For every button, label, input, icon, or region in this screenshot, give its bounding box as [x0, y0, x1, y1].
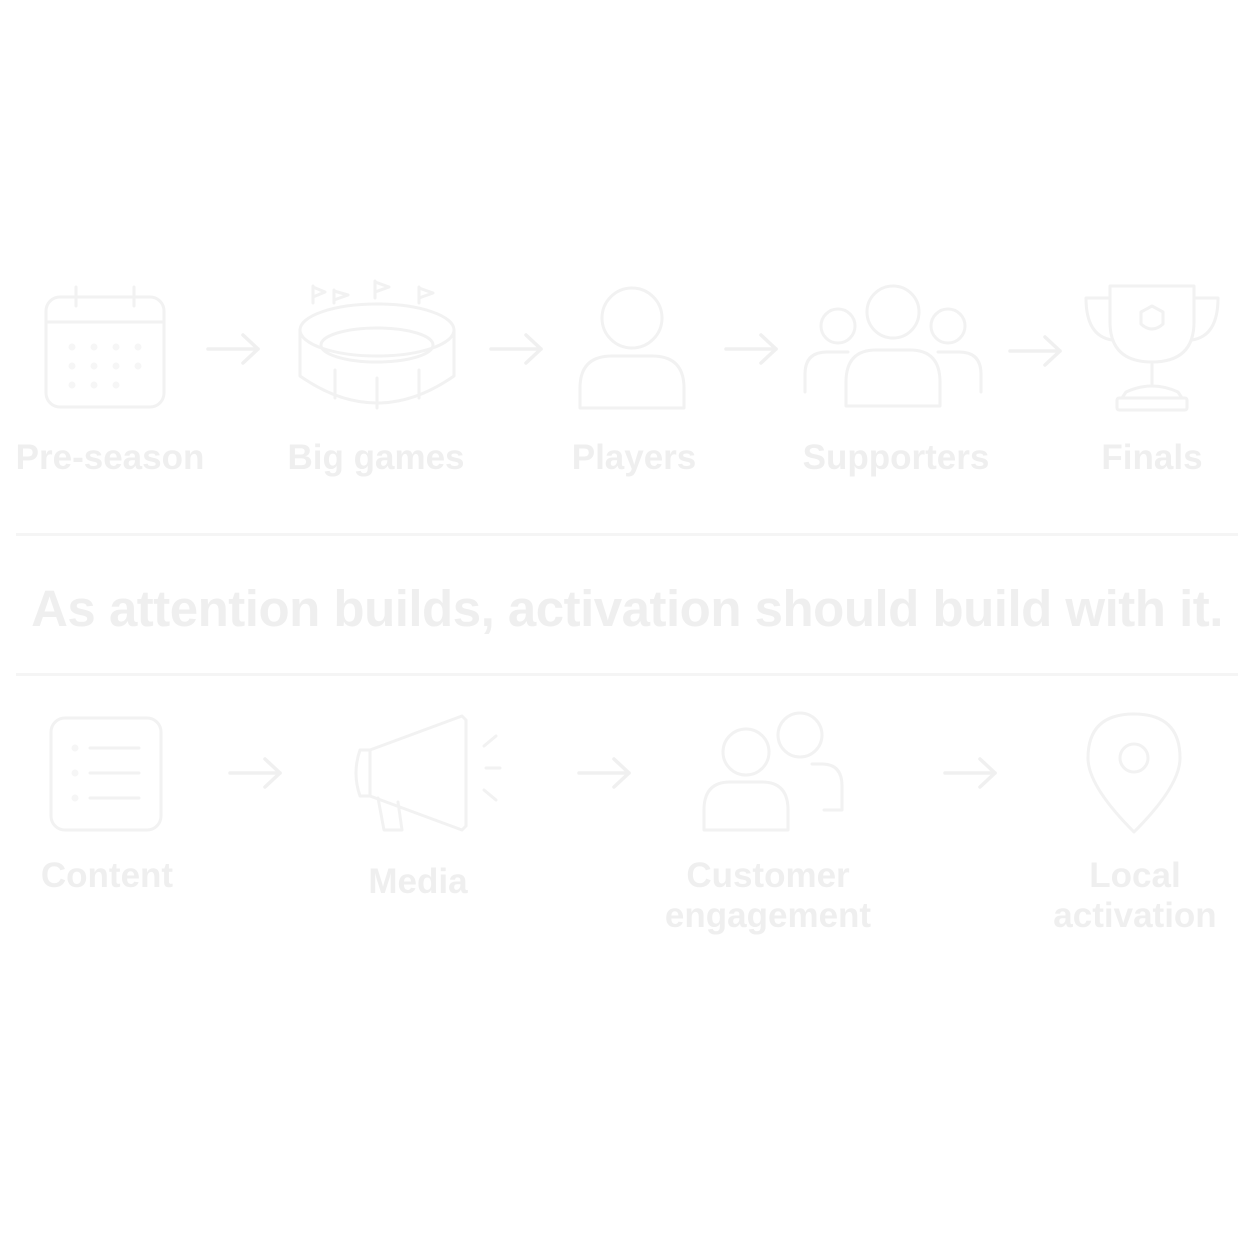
arrow-right-icon — [206, 333, 260, 365]
step-label-supporters: Supporters — [802, 438, 990, 477]
location-pin-icon — [1086, 712, 1182, 834]
supporters-icon — [803, 284, 983, 408]
arrow-right-icon — [489, 333, 543, 365]
step-label-customer-engagement: Customer engagement — [664, 856, 872, 935]
top-divider — [16, 533, 1238, 536]
step-label-media: Media — [368, 862, 468, 901]
document-icon — [49, 716, 163, 832]
megaphone-icon — [354, 714, 502, 832]
trophy-icon — [1084, 284, 1220, 412]
arrow-right-icon — [577, 757, 631, 789]
arrow-right-icon — [1008, 335, 1062, 367]
player-icon — [578, 286, 686, 410]
stadium-icon — [298, 279, 456, 410]
step-label-content: Content — [40, 856, 174, 895]
step-label-finals: Finals — [1101, 438, 1203, 477]
arrow-right-icon — [228, 757, 282, 789]
step-label-pre-season: Pre-season — [15, 438, 205, 477]
calendar-icon — [44, 285, 166, 409]
arrow-right-icon — [943, 757, 997, 789]
arrow-right-icon — [724, 333, 778, 365]
step-label-local-activation: Local activation — [1053, 856, 1217, 935]
headline: As attention builds, activation should b… — [31, 580, 1223, 637]
customers-icon — [702, 711, 844, 832]
step-label-big-games: Big games — [287, 438, 465, 477]
step-label-players: Players — [571, 438, 697, 477]
bottom-divider — [16, 673, 1238, 676]
